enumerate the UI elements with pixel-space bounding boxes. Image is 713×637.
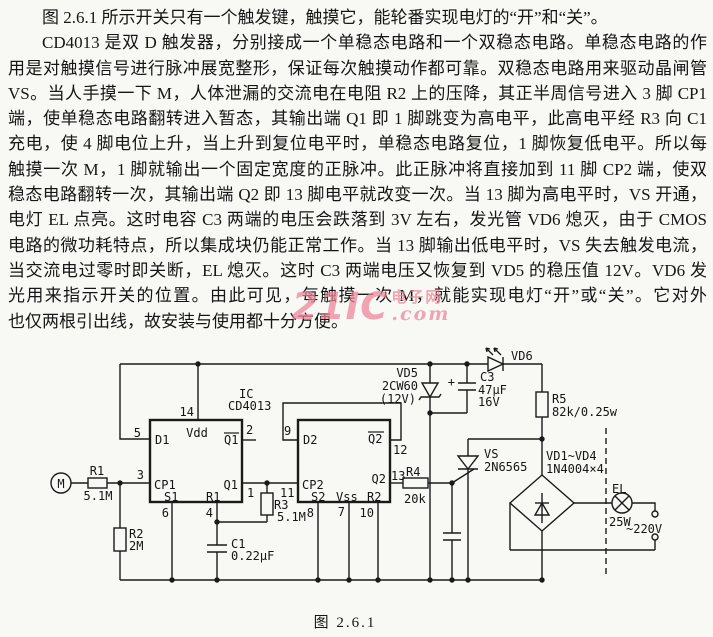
r5-label: R5 bbox=[552, 392, 566, 406]
text-line: VS。当人手摸一下 M，人体泄漏的交流电在电阻 R2 上的压降，其正半周信号进入… bbox=[8, 83, 707, 103]
pin9-label: 9 bbox=[284, 424, 291, 438]
pin8-label: 8 bbox=[307, 506, 314, 520]
s2-label: S2 bbox=[311, 490, 325, 504]
figure-caption: 图 2.6.1 bbox=[313, 615, 377, 631]
ic-label: IC bbox=[239, 387, 253, 401]
schematic-labels: IC CD4013 14 Vdd D1 Q1 5 2 3 CP1 S1 R1 Q… bbox=[57, 349, 662, 563]
capacitor-c3 bbox=[458, 382, 476, 391]
el-label: EL bbox=[612, 482, 626, 496]
pin13-label: 13 bbox=[391, 469, 405, 483]
ic-part-label: CD4013 bbox=[228, 399, 271, 413]
pin10-label: 10 bbox=[360, 506, 374, 520]
vd5-value: (12V) bbox=[380, 392, 416, 406]
text-line: 光用来指示开关的位置。由此可见，每触摸一次 M，就能实现电灯“开”或“关”。它对… bbox=[8, 286, 707, 306]
c3-value: 47µF bbox=[478, 383, 507, 397]
vd5-type: 2CW60 bbox=[382, 379, 418, 393]
el-power: 25W bbox=[609, 515, 631, 529]
r3-value: 5.1M bbox=[277, 510, 306, 524]
capacitor-c1 bbox=[207, 544, 227, 553]
c3-polarity: + bbox=[448, 375, 455, 389]
pin3-label: 3 bbox=[137, 468, 144, 482]
overlines bbox=[224, 431, 384, 434]
pin14-label: 14 bbox=[180, 405, 194, 419]
d1-label: D1 bbox=[155, 433, 169, 447]
junction-dots bbox=[117, 361, 545, 583]
pin4-label: 4 bbox=[206, 506, 213, 520]
lamp-el bbox=[611, 492, 633, 514]
vs-label: VS bbox=[484, 447, 498, 461]
text-line: 触摸一次 M，1 脚就输出一个固定宽度的正脉冲。此正脉冲将直接加到 11 脚 C… bbox=[8, 159, 707, 179]
r2-internal-label: R2 bbox=[367, 490, 381, 504]
cp1-label: CP1 bbox=[154, 478, 176, 492]
thyristor-gate-wire bbox=[451, 468, 475, 484]
s1-label: S1 bbox=[164, 490, 178, 504]
q2bar-label: Q2 bbox=[368, 432, 382, 446]
bridge-rectifier-vd1-vd4 bbox=[508, 474, 576, 532]
touch-plate-label: M bbox=[57, 477, 64, 491]
r1-internal-label: R1 bbox=[206, 490, 220, 504]
text-line: 图 2.6.1 所示开关只有一个触发键，触摸它，能轮番实现电灯的“开”和“关”。 bbox=[42, 8, 608, 27]
vdd-label: Vdd bbox=[186, 426, 208, 440]
bridge-label: VD1~VD4 bbox=[546, 449, 597, 463]
c3-label: C3 bbox=[480, 370, 494, 384]
r3-label: R3 bbox=[274, 498, 288, 512]
wire-layer bbox=[50, 347, 659, 581]
text-line: 电路的微功耗特点，所以集成块仍能正常工作。当 13 脚输出低电平时，VS 失去触… bbox=[8, 235, 707, 255]
pin12-label: 12 bbox=[393, 443, 407, 457]
vs-type: 2N6565 bbox=[484, 460, 527, 474]
r4-label: R4 bbox=[406, 465, 420, 479]
d2-label: D2 bbox=[303, 433, 317, 447]
capacitor-c2 bbox=[443, 532, 461, 541]
vd5-label: VD5 bbox=[396, 366, 418, 380]
resistor-r2 bbox=[113, 527, 127, 552]
c1-value: 0.22µF bbox=[231, 549, 274, 563]
q2-label: Q2 bbox=[372, 472, 386, 486]
cp2-label: CP2 bbox=[302, 478, 324, 492]
led-vd6 bbox=[485, 347, 505, 373]
vss-label: Vss bbox=[336, 490, 358, 504]
pin6-label: 6 bbox=[162, 506, 169, 520]
text-line: 充电，使 4 脚电位上升，当上升到复位电平时，单稳态电路复位，1 脚恢复低电平。… bbox=[8, 134, 707, 154]
r1-value: 5.1M bbox=[84, 489, 113, 503]
body-text: 图 2.6.1 所示开关只有一个触发键，触摸它，能轮番实现电灯的“开”和“关”。… bbox=[8, 5, 707, 334]
resistor-r3 bbox=[260, 492, 274, 516]
pin1-label: 1 bbox=[247, 486, 254, 500]
r2-label: R2 bbox=[129, 527, 143, 541]
q1-label: Q1 bbox=[224, 478, 238, 492]
text-line: 当交流电过零时即关断，EL 熄灭。这时 C3 两端电压又恢复到 VD5 的稳压值… bbox=[8, 260, 707, 280]
pin5-label: 5 bbox=[134, 426, 141, 440]
flipflop-d2-box bbox=[296, 418, 392, 504]
r5-value: 82k/0.25w bbox=[552, 405, 618, 419]
flipflop-d1-box bbox=[148, 418, 244, 504]
pin11-label: 11 bbox=[280, 486, 294, 500]
resistor-r5 bbox=[535, 391, 549, 418]
vd6-label: VD6 bbox=[511, 349, 533, 363]
text-line: CD4013 是双 D 触发器，分别接成一个单稳态电路和一个双稳态电路。单稳态电… bbox=[42, 33, 707, 53]
text-line: 也仅两根引出线，故安装与使用都十分方便。 bbox=[8, 311, 348, 331]
mains-terminal-top bbox=[651, 510, 659, 518]
r1-label: R1 bbox=[90, 464, 104, 478]
circuit-schematic: IC CD4013 14 Vdd D1 Q1 5 2 3 CP1 S1 R1 Q… bbox=[50, 347, 662, 583]
c1-label: C1 bbox=[231, 537, 245, 551]
mains-voltage: ~220V bbox=[626, 522, 662, 536]
bridge-type: 1N4004×4 bbox=[546, 462, 604, 476]
text-line: 电灯 EL 点亮。这时电容 C3 两端的电压会跌落到 3V 左右，发光管 VD6… bbox=[8, 210, 707, 230]
text-line: 端，使单稳态电路翻转进入暂态，其输出端 Q1 即 1 脚跳变为高电平，此高电平经… bbox=[8, 109, 707, 129]
thyristor-vs bbox=[456, 439, 480, 580]
r2-value: 2M bbox=[129, 539, 143, 553]
pin7-label: 7 bbox=[338, 505, 345, 519]
c3-voltage: 16V bbox=[478, 395, 500, 409]
text-line: 用是对触摸信号进行脉冲展宽整形，保证每次触摸动作都可靠。双稳态电路用来驱动晶闸管 bbox=[8, 58, 707, 78]
r4-value: 20k bbox=[404, 492, 426, 506]
pin2-label: 2 bbox=[246, 423, 253, 437]
q1bar-label: Q1 bbox=[224, 433, 238, 447]
resistor-r4 bbox=[402, 477, 429, 489]
text-line: 稳态电路翻转一次，其输出端 Q2 即 13 脚电平就改变一次。当 13 脚为高电… bbox=[8, 185, 707, 205]
resistor-r1 bbox=[87, 477, 108, 489]
